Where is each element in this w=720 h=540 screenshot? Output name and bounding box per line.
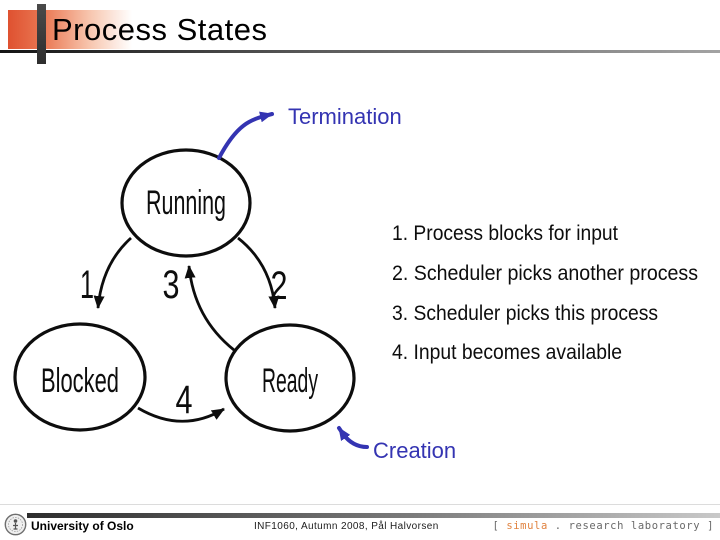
arrow-ready-to-running bbox=[184, 265, 235, 352]
termination-arrow bbox=[217, 111, 274, 160]
page-title: Process States bbox=[52, 12, 268, 47]
legend-item-4: 4. Input becomes available bbox=[392, 341, 622, 364]
state-blocked-label: Blocked bbox=[41, 362, 119, 400]
legend-item-2: 2. Scheduler picks another process bbox=[392, 262, 698, 285]
title-accent-bar bbox=[37, 4, 46, 64]
state-running bbox=[120, 148, 252, 258]
course-info: INF1060, Autumn 2008, Pål Halvorsen bbox=[254, 521, 439, 532]
simula-lab-logo: [ simula . research laboratory ] bbox=[493, 520, 715, 532]
transition-2-label: 2 bbox=[271, 264, 288, 308]
creation-annotation: Creation bbox=[373, 438, 456, 463]
termination-annotation: Termination bbox=[288, 104, 402, 129]
arrow-blocked-to-ready bbox=[137, 406, 225, 423]
title-accent-gradient bbox=[8, 10, 132, 49]
arrow-running-to-blocked bbox=[93, 236, 132, 309]
simula-bracket-right: ] bbox=[707, 520, 714, 532]
legend-item-3: 3. Scheduler picks this process bbox=[392, 302, 658, 325]
transition-legend: 1. Process blocks for input 2. Scheduler… bbox=[392, 222, 698, 364]
footer-gradient-bar bbox=[27, 513, 720, 518]
transition-3-label: 3 bbox=[163, 263, 180, 307]
arrow-running-to-ready bbox=[237, 236, 280, 309]
creation-arrow bbox=[337, 426, 369, 449]
transition-1-label: 1 bbox=[80, 263, 94, 307]
state-ready-label: Ready bbox=[262, 362, 318, 400]
simula-brand-name: simula bbox=[506, 520, 548, 532]
simula-dot: . bbox=[554, 520, 562, 532]
footer-hairline bbox=[0, 504, 720, 505]
legend-item-1: 1. Process blocks for input bbox=[392, 222, 618, 245]
state-blocked bbox=[13, 322, 147, 432]
simula-bracket-left: [ bbox=[492, 520, 500, 532]
simula-lab-label: research laboratory bbox=[568, 520, 701, 532]
title-underline bbox=[0, 50, 720, 53]
state-running-label: Running bbox=[146, 184, 226, 222]
university-seal-icon bbox=[4, 513, 27, 536]
institution-name: University of Oslo bbox=[31, 519, 134, 533]
state-ready bbox=[224, 323, 356, 433]
transition-4-label: 4 bbox=[176, 378, 193, 422]
